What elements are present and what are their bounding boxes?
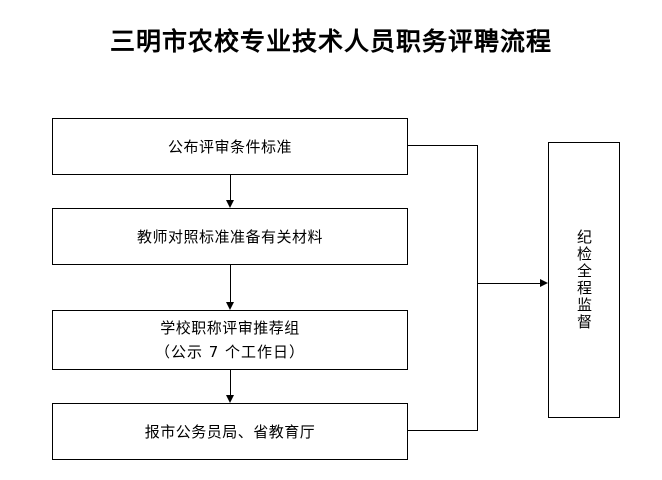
- flow-node-report-to-bureau[interactable]: 报市公务员局、省教育厅: [52, 403, 408, 460]
- flow-node-discipline-supervision[interactable]: 纪检全程监督: [548, 142, 620, 418]
- flow-node-label-vertical: 纪检全程监督: [575, 229, 593, 331]
- arrow-down-icon: [225, 302, 234, 310]
- connector-node1-to-supervision: [408, 145, 478, 146]
- flow-node-label: 学校职称评审推荐组: [160, 319, 300, 337]
- connector-node4-to-supervision: [408, 430, 478, 431]
- connector-supervision-spine: [477, 145, 478, 431]
- connector-node1-to-node2: [230, 175, 231, 200]
- flow-node-sublabel: （公示 7 个工作日）: [154, 343, 306, 361]
- arrow-down-icon: [225, 395, 234, 403]
- flow-node-school-review-group[interactable]: 学校职称评审推荐组 （公示 7 个工作日）: [52, 310, 408, 370]
- page-title: 三明市农校专业技术人员职务评聘流程: [109, 27, 552, 56]
- connector-node2-to-node3: [230, 265, 231, 302]
- flow-node-publish-criteria[interactable]: 公布评审条件标准: [52, 118, 408, 175]
- flow-node-label: 报市公务员局、省教育厅: [144, 422, 316, 441]
- connector-spine-to-supervision: [477, 283, 541, 284]
- arrow-down-icon: [225, 200, 234, 208]
- connector-node3-to-node4: [230, 370, 231, 395]
- flow-node-label: 教师对照标准准备有关材料: [136, 227, 323, 246]
- flow-node-label: 公布评审条件标准: [167, 137, 292, 156]
- arrow-right-icon: [540, 278, 548, 287]
- flow-node-teacher-prepare-materials[interactable]: 教师对照标准准备有关材料: [52, 208, 408, 265]
